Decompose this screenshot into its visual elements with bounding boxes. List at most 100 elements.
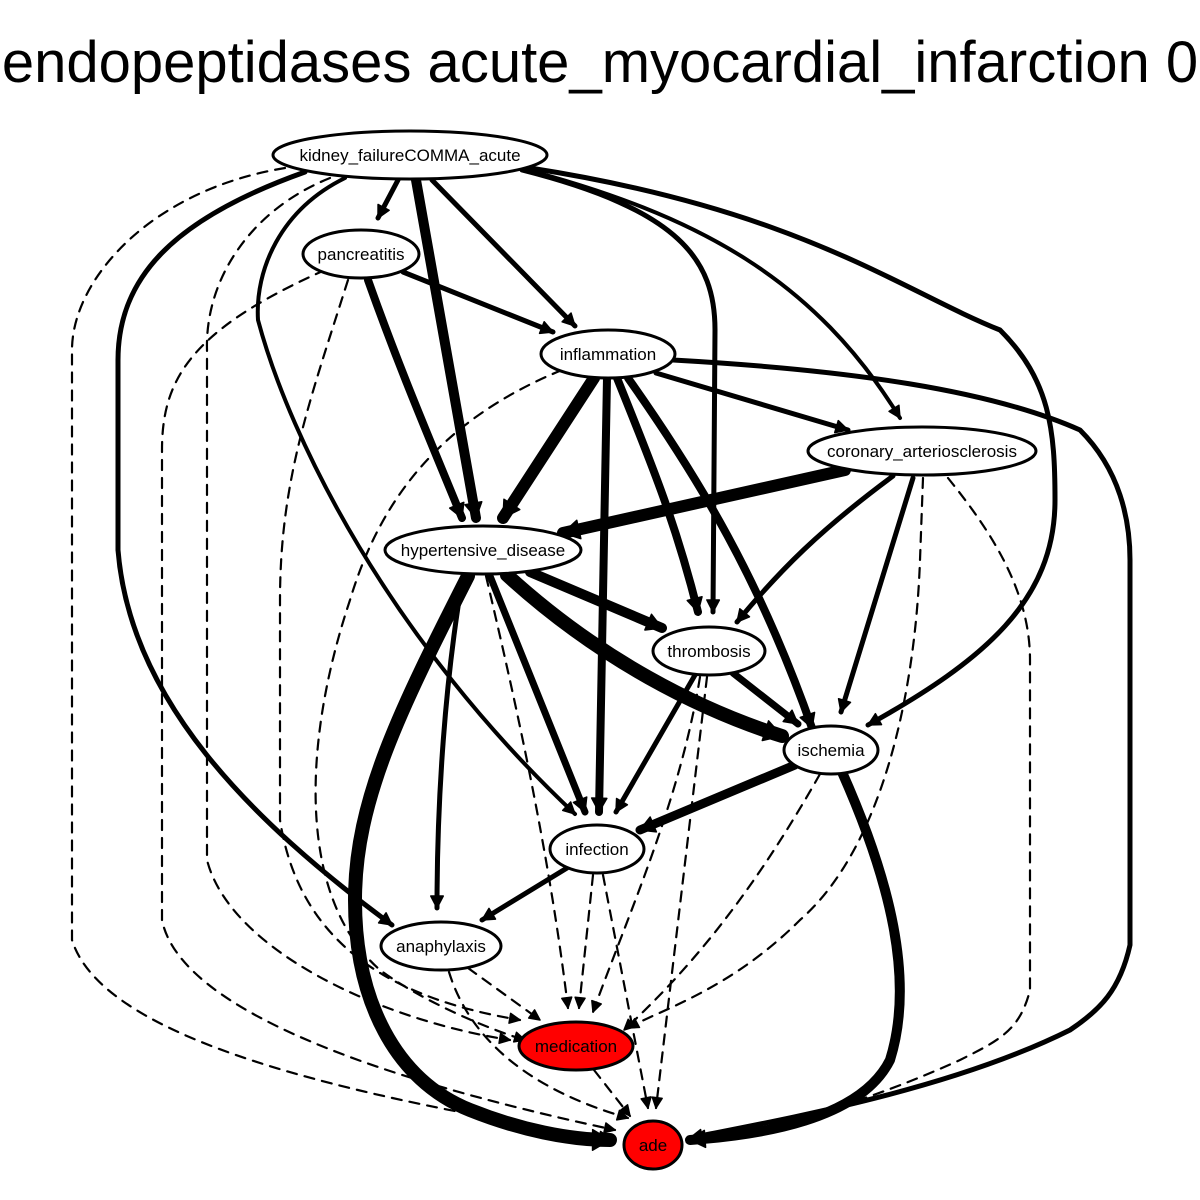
node-medication-shape (517, 1020, 635, 1072)
node-thrombosis-shape (651, 625, 767, 677)
edge-thrombosis-to-infection (613, 672, 698, 815)
node-anaphylaxis-label: anaphylaxis (396, 937, 486, 956)
edge-kidney-failurecomma-acute-to-thrombosis-arrowhead (706, 599, 721, 613)
edge-coronary-arteriosclerosis-to-ischemia (838, 475, 916, 715)
edge-kidney-failurecomma-acute-to-inflammation (429, 177, 578, 329)
edge-inflammation-to-infection-arrowhead (590, 797, 608, 813)
node-pancreatitis: pancreatitis (301, 228, 421, 280)
edge-anaphylaxis-to-ade (447, 970, 630, 1120)
edge-infection-to-medication (577, 873, 595, 1010)
edge-inflammation-to-thrombosis-arrowhead (686, 596, 703, 613)
edge-kidney-failurecomma-acute-to-hypertensive-disease (411, 175, 481, 523)
edge-hypertensive-disease-to-thrombosis-arrowhead (644, 613, 663, 631)
edge-pancreatitis-to-ade (160, 268, 617, 1132)
edge-thrombosis-to-ade (654, 675, 709, 1110)
node-ischemia-shape (782, 724, 880, 776)
edge-inflammation-to-thrombosis (613, 374, 702, 616)
edge-anaphylaxis-to-medication-arrowhead (527, 1009, 541, 1021)
edge-kidney-failurecomma-acute-to-pancreatitis-arrowhead (377, 203, 390, 219)
edges-layer (70, 165, 1133, 1151)
edge-ischemia-to-infection-arrowhead (639, 816, 658, 833)
node-coronary-arteriosclerosis-label: coronary_arteriosclerosis (827, 442, 1017, 461)
edge-hypertensive-disease-to-ade-arrowhead (591, 1128, 611, 1151)
edge-thrombosis-to-ade-arrowhead (651, 1096, 663, 1109)
edge-ischemia-to-ade-arrowhead (689, 1129, 707, 1149)
edge-kidney-failurecomma-acute-to-infection (255, 176, 577, 816)
edge-thrombosis-to-infection-arrowhead (615, 797, 629, 813)
edge-pancreatitis-to-inflammation (400, 269, 556, 335)
edge-coronary-arteriosclerosis-to-ischemia-arrowhead (837, 697, 852, 713)
node-kidney-failurecomma-acute-shape (271, 129, 549, 181)
edge-inflammation-to-ischemia (624, 374, 816, 732)
node-inflammation-shape (539, 328, 677, 380)
edge-hypertensive-disease-to-anaphylaxis (434, 573, 466, 911)
edge-inflammation-to-hypertensive-disease-arrowhead (502, 498, 521, 519)
edge-ischemia-to-medication (622, 772, 822, 1032)
edge-infection-to-medication-arrowhead (574, 996, 586, 1009)
edge-pancreatitis-to-inflammation-arrowhead (538, 320, 554, 335)
edge-medication-to-ade (592, 1068, 632, 1118)
nodes-layer: kidney_failureCOMMA_acute pancreatitis inf… (271, 129, 1038, 1171)
edge-kidney-failurecomma-acute-to-ischemia-arrowhead (867, 712, 883, 726)
edge-hypertensive-disease-to-infection (486, 572, 589, 816)
node-ischemia: ischemia (782, 724, 880, 776)
edge-pancreatitis-to-hypertensive-disease (364, 276, 466, 522)
edge-inflammation-to-coronary-arteriosclerosis-arrowhead (833, 419, 849, 434)
edge-coronary-arteriosclerosis-to-medication (626, 476, 925, 1030)
edge-ischemia-to-infection (635, 760, 800, 835)
edge-coronary-arteriosclerosis-to-thrombosis-arrowhead (736, 608, 751, 623)
edge-infection-to-ade (601, 873, 650, 1110)
edge-inflammation-to-hypertensive-disease (497, 372, 600, 524)
node-medication-label: medication (535, 1037, 617, 1056)
edge-inflammation-to-infection (595, 374, 611, 816)
edge-anaphylaxis-to-medication (466, 966, 542, 1022)
edge-thrombosis-to-medication-arrowhead (591, 999, 602, 1013)
edge-kidney-failurecomma-acute-to-coronary-arteriosclerosis-arrowhead (888, 404, 901, 419)
node-kidney-failurecomma-acute-label: kidney_failureCOMMA_acute (299, 146, 520, 165)
edge-hypertensive-disease-to-medication (484, 574, 570, 1010)
edge-pancreatitis-to-medication (278, 278, 522, 1022)
graph-title: endopeptidases acute_myocardial_infarcti… (2, 30, 1198, 95)
node-pancreatitis-label: pancreatitis (318, 245, 405, 264)
edge-coronary-arteriosclerosis-to-hypertensive-disease-arrowhead (562, 519, 582, 540)
edge-kidney-failurecomma-acute-to-anaphylaxis-arrowhead (377, 912, 393, 926)
node-infection-label: infection (565, 840, 628, 859)
node-ade: ade (622, 1119, 684, 1171)
node-anaphylaxis-shape (379, 920, 503, 972)
node-inflammation: inflammation (539, 328, 677, 380)
edge-kidney-failurecomma-acute-to-anaphylaxis (115, 169, 395, 928)
edge-kidney-failurecomma-acute-to-infection-arrowhead (561, 801, 576, 815)
edge-infection-to-ade-arrowhead (640, 1096, 652, 1109)
node-medication: medication (517, 1020, 635, 1072)
edge-kidney-failurecomma-acute-to-ischemia (527, 165, 1058, 728)
node-hypertensive-disease: hypertensive_disease (383, 524, 583, 576)
node-ade-label: ade (639, 1136, 667, 1155)
edge-kidney-failurecomma-acute-to-medication-arrowhead (498, 1032, 511, 1045)
edge-pancreatitis-to-ade-arrowhead (603, 1122, 616, 1134)
edge-thrombosis-to-medication (591, 675, 702, 1014)
edge-infection-to-anaphylaxis (479, 865, 570, 923)
edge-medication-to-ade-arrowhead (618, 1104, 631, 1117)
edge-anaphylaxis-to-ade-arrowhead (615, 1109, 629, 1121)
node-thrombosis: thrombosis (651, 625, 767, 677)
edge-hypertensive-disease-to-ade (348, 569, 617, 1147)
edge-ischemia-to-ade (685, 767, 905, 1145)
edge-hypertensive-disease-to-anaphylaxis-arrowhead (430, 895, 445, 909)
node-hypertensive-disease-shape (383, 524, 583, 576)
node-coronary-arteriosclerosis-shape (806, 425, 1038, 477)
edge-thrombosis-to-ischemia-arrowhead (782, 709, 799, 725)
edge-kidney-failurecomma-acute-to-hypertensive-disease-arrowhead (464, 500, 483, 519)
edge-inflammation-to-ischemia-arrowhead (799, 711, 816, 729)
node-ade-shape (622, 1119, 684, 1171)
edge-inflammation-to-coronary-arteriosclerosis (653, 370, 851, 433)
edge-kidney-failurecomma-acute-to-medication (205, 176, 512, 1042)
edge-kidney-failurecomma-acute-to-ade (70, 166, 612, 1140)
edge-hypertensive-disease-to-medication-arrowhead (561, 996, 573, 1009)
edge-infection-to-anaphylaxis-arrowhead (481, 907, 497, 921)
edge-coronary-arteriosclerosis-to-hypertensive-disease (557, 464, 851, 539)
edge-hypertensive-disease-to-infection-arrowhead (572, 796, 588, 813)
edge-pancreatitis-to-medication-arrowhead (508, 1012, 521, 1024)
edge-coronary-arteriosclerosis-to-thrombosis (734, 473, 896, 625)
node-infection: infection (548, 823, 646, 875)
